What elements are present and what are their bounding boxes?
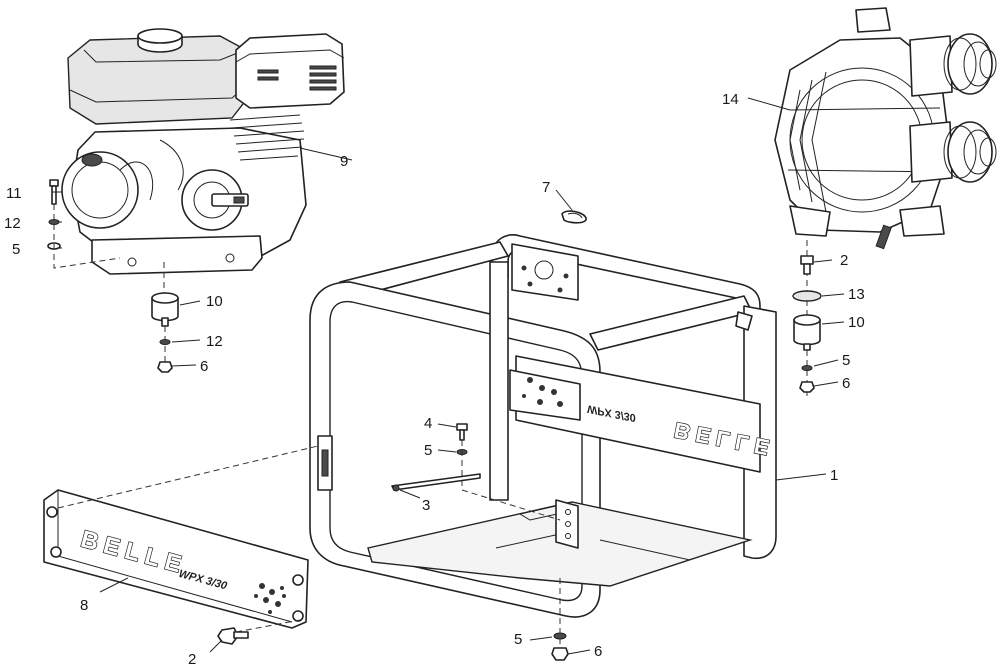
callout-7: 7	[542, 179, 550, 196]
frame-bracket-holes	[522, 377, 563, 407]
engine-mount-stack	[151, 262, 179, 373]
callout-6-engine: 6	[200, 358, 208, 375]
callout-10-pump: 10	[848, 314, 865, 331]
callout-6-pump: 6	[842, 375, 850, 392]
callout-6-base: 6	[594, 643, 602, 660]
callout-13: 13	[848, 286, 865, 303]
callout-2-panel: 2	[188, 651, 196, 668]
callout-5-pump: 5	[842, 352, 850, 369]
bolt-head-11	[49, 179, 59, 187]
panel-holes	[254, 583, 286, 614]
clip-7	[561, 210, 587, 224]
callout-11: 11	[6, 185, 22, 202]
hose-coupling-lower	[909, 121, 997, 183]
side-panel	[43, 489, 309, 629]
callout-2-pump: 2	[840, 252, 848, 269]
rod-3	[391, 473, 481, 492]
callout-12-engine-upper: 12	[4, 215, 21, 232]
callout-10-engine: 10	[206, 293, 223, 310]
air-filter-vents	[257, 65, 337, 91]
assembly-line-panel-bottom	[235, 619, 301, 633]
callout-1: 1	[830, 467, 838, 484]
frame-bolt-stack	[456, 423, 561, 521]
callout-8: 8	[80, 597, 88, 614]
base-fixing-stack	[551, 578, 569, 661]
leader-lines	[52, 97, 845, 655]
callout-labels: 9 14 1 10 12 6 11 12 5 2 13 10 5 6 4 5 3…	[4, 91, 865, 668]
panel-bolt-stack	[217, 627, 249, 645]
pump-mount-stack	[792, 240, 822, 400]
assembly-line-panel-top	[57, 445, 319, 509]
cylinder-fins	[229, 114, 305, 161]
callout-5-base: 5	[514, 631, 522, 648]
callout-3: 3	[422, 497, 430, 514]
callout-5-frame: 5	[424, 442, 432, 459]
bolt-shank-11	[51, 185, 57, 205]
engine-bolt-stack	[47, 179, 121, 269]
pump-assembly	[774, 7, 997, 250]
callout-14: 14	[722, 91, 739, 108]
callout-5-engine: 5	[12, 241, 20, 258]
hose-coupling-upper	[909, 33, 997, 97]
washer-12	[48, 219, 60, 225]
callout-4: 4	[424, 415, 432, 432]
callout-12-engine-lower: 12	[206, 333, 223, 350]
callout-9: 9	[340, 153, 348, 170]
engine-assembly	[61, 28, 345, 275]
frame-assembly	[309, 234, 777, 618]
